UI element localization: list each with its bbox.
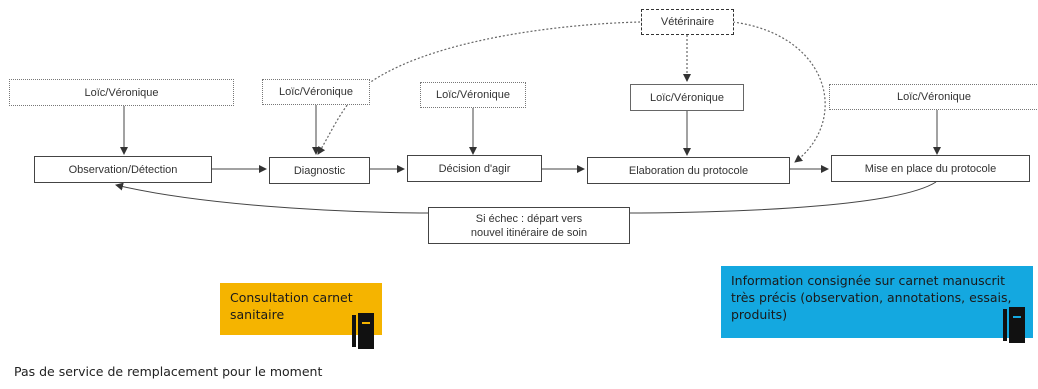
- failure-note-text: Si échec : départ vers nouvel itinéraire…: [470, 212, 588, 239]
- actor-box-mise-en-place: Loïc/Véronique: [829, 84, 1038, 110]
- actor-box-diagnostic: Loïc/Véronique: [262, 79, 370, 105]
- actor-label: Loïc/Véronique: [84, 86, 159, 99]
- step-label: Diagnostic: [293, 164, 346, 177]
- actor-label: Loïc/Véronique: [650, 91, 724, 104]
- veterinaire-box: Vétérinaire: [641, 9, 734, 35]
- actor-box-decision: Loïc/Véronique: [420, 82, 526, 108]
- failure-note-box: Si échec : départ vers nouvel itinéraire…: [428, 207, 630, 244]
- step-diagnostic: Diagnostic: [269, 157, 370, 184]
- actor-box-elaboration: Loïc/Véronique: [630, 84, 744, 111]
- arrow-veterinaire-elaboration: [732, 21, 826, 163]
- step-label: Elaboration du protocole: [628, 164, 749, 177]
- step-label: Décision d'agir: [438, 162, 511, 175]
- actor-label: Loïc/Véronique: [897, 91, 971, 103]
- arrow-veterinaire-diagnostic: [317, 21, 641, 155]
- step-mise-en-place: Mise en place du protocole: [831, 155, 1030, 182]
- step-elaboration: Elaboration du protocole: [587, 157, 790, 184]
- veterinaire-label: Vétérinaire: [660, 16, 715, 28]
- actor-box-observation: Loïc/Véronique: [9, 79, 234, 106]
- footer-text: Pas de service de remplacement pour le m…: [14, 364, 323, 379]
- consultation-note-text: Consultation carnet sanitaire: [230, 290, 353, 322]
- step-decision: Décision d'agir: [407, 155, 542, 182]
- actor-label: Loïc/Véronique: [436, 89, 510, 101]
- information-note-text: Information consignée sur carnet manuscr…: [731, 273, 1012, 322]
- notebook-icon: [1003, 307, 1025, 343]
- step-label: Observation/Détection: [68, 163, 178, 176]
- step-label: Mise en place du protocole: [864, 162, 997, 175]
- notebook-icon: [352, 313, 374, 349]
- information-note: Information consignée sur carnet manuscr…: [721, 266, 1033, 338]
- actor-label: Loïc/Véronique: [279, 86, 353, 98]
- step-observation: Observation/Détection: [34, 156, 212, 183]
